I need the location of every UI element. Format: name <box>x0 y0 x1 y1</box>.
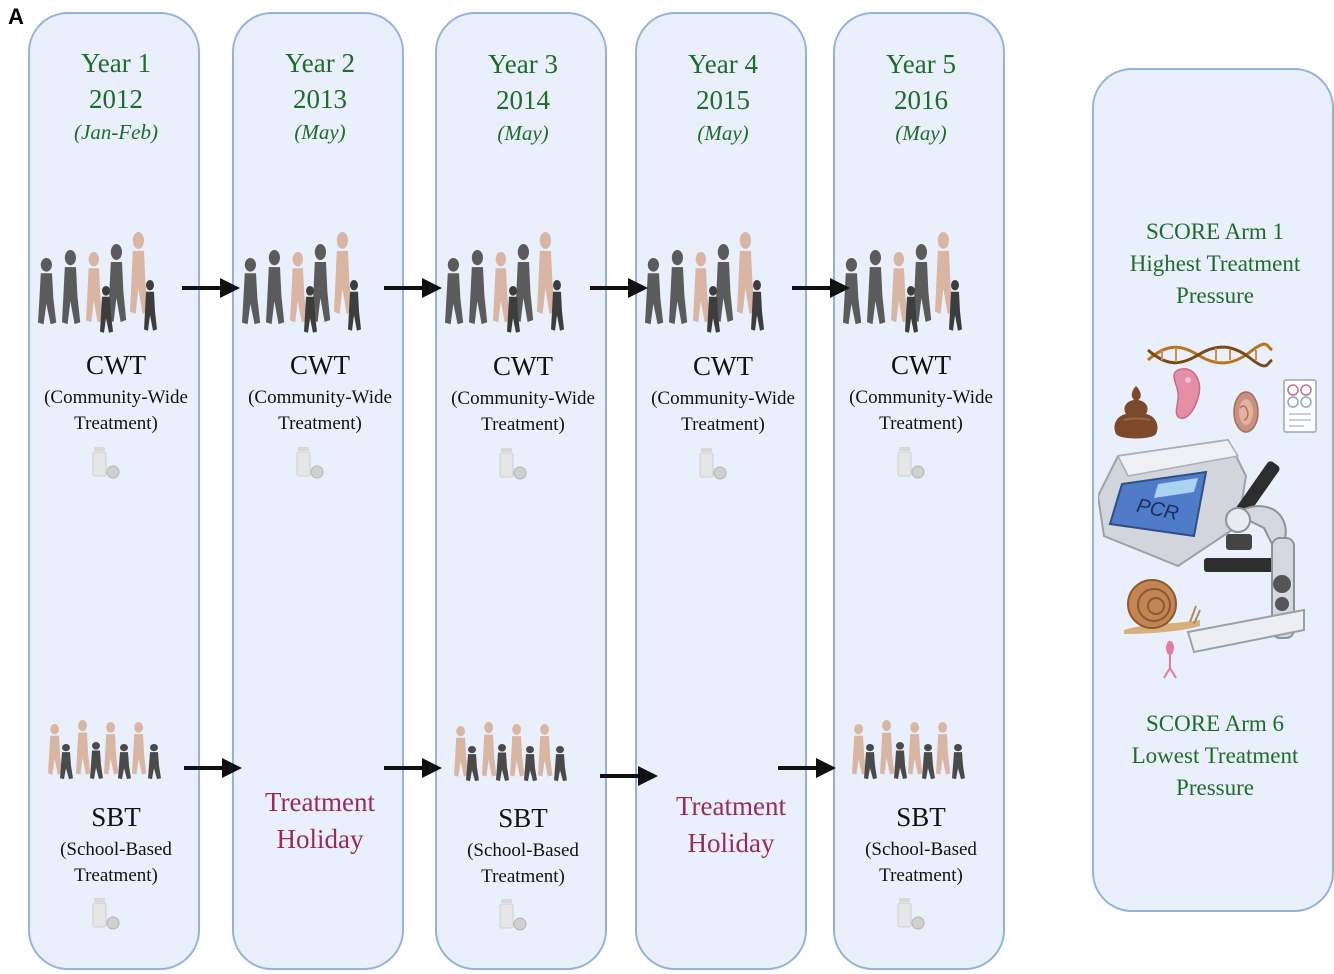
people-crowd-icon <box>445 232 564 333</box>
cwt-description-2: Treatment) <box>481 414 565 435</box>
microscope-icon <box>1186 461 1305 654</box>
treatment-month: (May) <box>697 121 749 145</box>
pill-bottle-icon <box>699 448 727 480</box>
sbt-description-2: Treatment) <box>879 865 963 886</box>
cwt-code: CWT <box>891 350 951 380</box>
children-group-icon <box>454 722 567 782</box>
treatment-month: (May) <box>294 120 346 144</box>
arrow-right-icon <box>792 278 850 298</box>
panel-label: A <box>8 4 24 29</box>
cwt-description-1: (Community-Wide <box>44 387 188 408</box>
arm6-title: SCORE Arm 6 <box>1145 711 1285 736</box>
treatment-month: (Jan-Feb) <box>74 120 158 144</box>
sbt-description-1: (School-Based <box>467 840 579 861</box>
cwt-code: CWT <box>493 351 553 381</box>
cwt-description-2: Treatment) <box>681 414 765 435</box>
cercaria-icon <box>1163 641 1177 679</box>
sbt-description-1: (School-Based <box>865 839 977 860</box>
sbt-code: SBT <box>896 802 946 832</box>
children-group-icon <box>852 720 965 780</box>
year-3-column: Year 3 2014 (May) CWT (Community-Wide Tr… <box>435 12 607 970</box>
year-date: 2013 <box>293 84 347 114</box>
cwt-description-1: (Community-Wide <box>849 387 993 408</box>
pill-bottle-icon <box>897 898 925 930</box>
sbt-description-2: Treatment) <box>481 866 565 887</box>
cwt-description-2: Treatment) <box>278 413 362 434</box>
cwt-code: CWT <box>290 350 350 380</box>
treatment-month: (May) <box>895 121 947 145</box>
arm6-pressure: Pressure <box>1176 775 1254 800</box>
year-date: 2016 <box>894 85 948 115</box>
people-crowd-icon <box>242 232 361 333</box>
year-label: Year 2 <box>284 48 355 78</box>
stool-icon <box>1114 386 1158 439</box>
year-1-column: Year 1 2012 (Jan-Feb) CWT (Community-Wid… <box>28 12 200 970</box>
arrow-right-icon <box>590 278 648 298</box>
egg-icon <box>1233 391 1259 433</box>
treatment-holiday-1: Treatment <box>265 787 375 817</box>
arrow-right-icon <box>384 758 442 778</box>
cwt-description-1: (Community-Wide <box>451 388 595 409</box>
year-5-column: Year 5 2016 (May) CWT (Community-Wide Tr… <box>833 12 1005 970</box>
cwt-description-1: (Community-Wide <box>651 388 795 409</box>
people-crowd-icon <box>645 232 764 333</box>
arrow-right-icon <box>600 766 658 786</box>
pill-bottle-icon <box>92 447 120 479</box>
pill-bottle-icon <box>499 899 527 931</box>
pill-bottle-icon <box>897 447 925 479</box>
sbt-description-1: (School-Based <box>60 839 172 860</box>
arm1-subtitle: Highest Treatment <box>1129 251 1301 276</box>
people-crowd-icon <box>38 232 157 333</box>
arrow-right-icon <box>384 278 442 298</box>
year-4-column: Year 4 2015 (May) CWT (Community-Wide Tr… <box>635 12 807 970</box>
sbt-code: SBT <box>91 802 141 832</box>
snail-icon <box>1124 579 1201 634</box>
sbt-description-2: Treatment) <box>74 865 158 886</box>
cwt-code: CWT <box>693 351 753 381</box>
parasite-icon <box>1173 367 1201 420</box>
sbt-code: SBT <box>498 803 548 833</box>
cwt-code: CWT <box>86 350 146 380</box>
arm1-title: SCORE Arm 1 <box>1145 219 1285 244</box>
treatment-holiday-2: Holiday <box>687 828 775 858</box>
cwt-description-2: Treatment) <box>879 413 963 434</box>
year-date: 2014 <box>496 85 550 115</box>
year-date: 2012 <box>89 84 143 114</box>
arrow-right-icon <box>182 278 240 298</box>
year-label: Year 3 <box>487 49 558 79</box>
arm1-pressure: Pressure <box>1176 283 1254 308</box>
people-crowd-icon <box>843 232 962 333</box>
year-label: Year 4 <box>687 49 758 79</box>
arrow-right-icon <box>184 758 242 778</box>
pill-bottle-icon <box>499 448 527 480</box>
cwt-description-2: Treatment) <box>74 413 158 434</box>
pcr-machine-icon: PCR <box>1098 438 1248 568</box>
year-date: 2015 <box>696 85 750 115</box>
children-group-icon <box>48 720 161 780</box>
dna-icon <box>1147 342 1273 368</box>
arrow-right-icon <box>778 758 836 778</box>
pill-bottle-icon <box>92 898 120 930</box>
pill-bottle-icon <box>296 447 324 479</box>
year-label: Year 5 <box>885 49 956 79</box>
lab-report-icon <box>1283 379 1317 433</box>
year-2-column: Year 2 2013 (May) CWT (Community-Wide Tr… <box>232 12 404 970</box>
cwt-description-1: (Community-Wide <box>248 387 392 408</box>
treatment-month: (May) <box>497 121 549 145</box>
year-label: Year 1 <box>80 48 151 78</box>
treatment-holiday-1: Treatment <box>676 791 786 821</box>
treatment-holiday-2: Holiday <box>276 824 364 854</box>
arm6-subtitle: Lowest Treatment <box>1131 743 1299 768</box>
